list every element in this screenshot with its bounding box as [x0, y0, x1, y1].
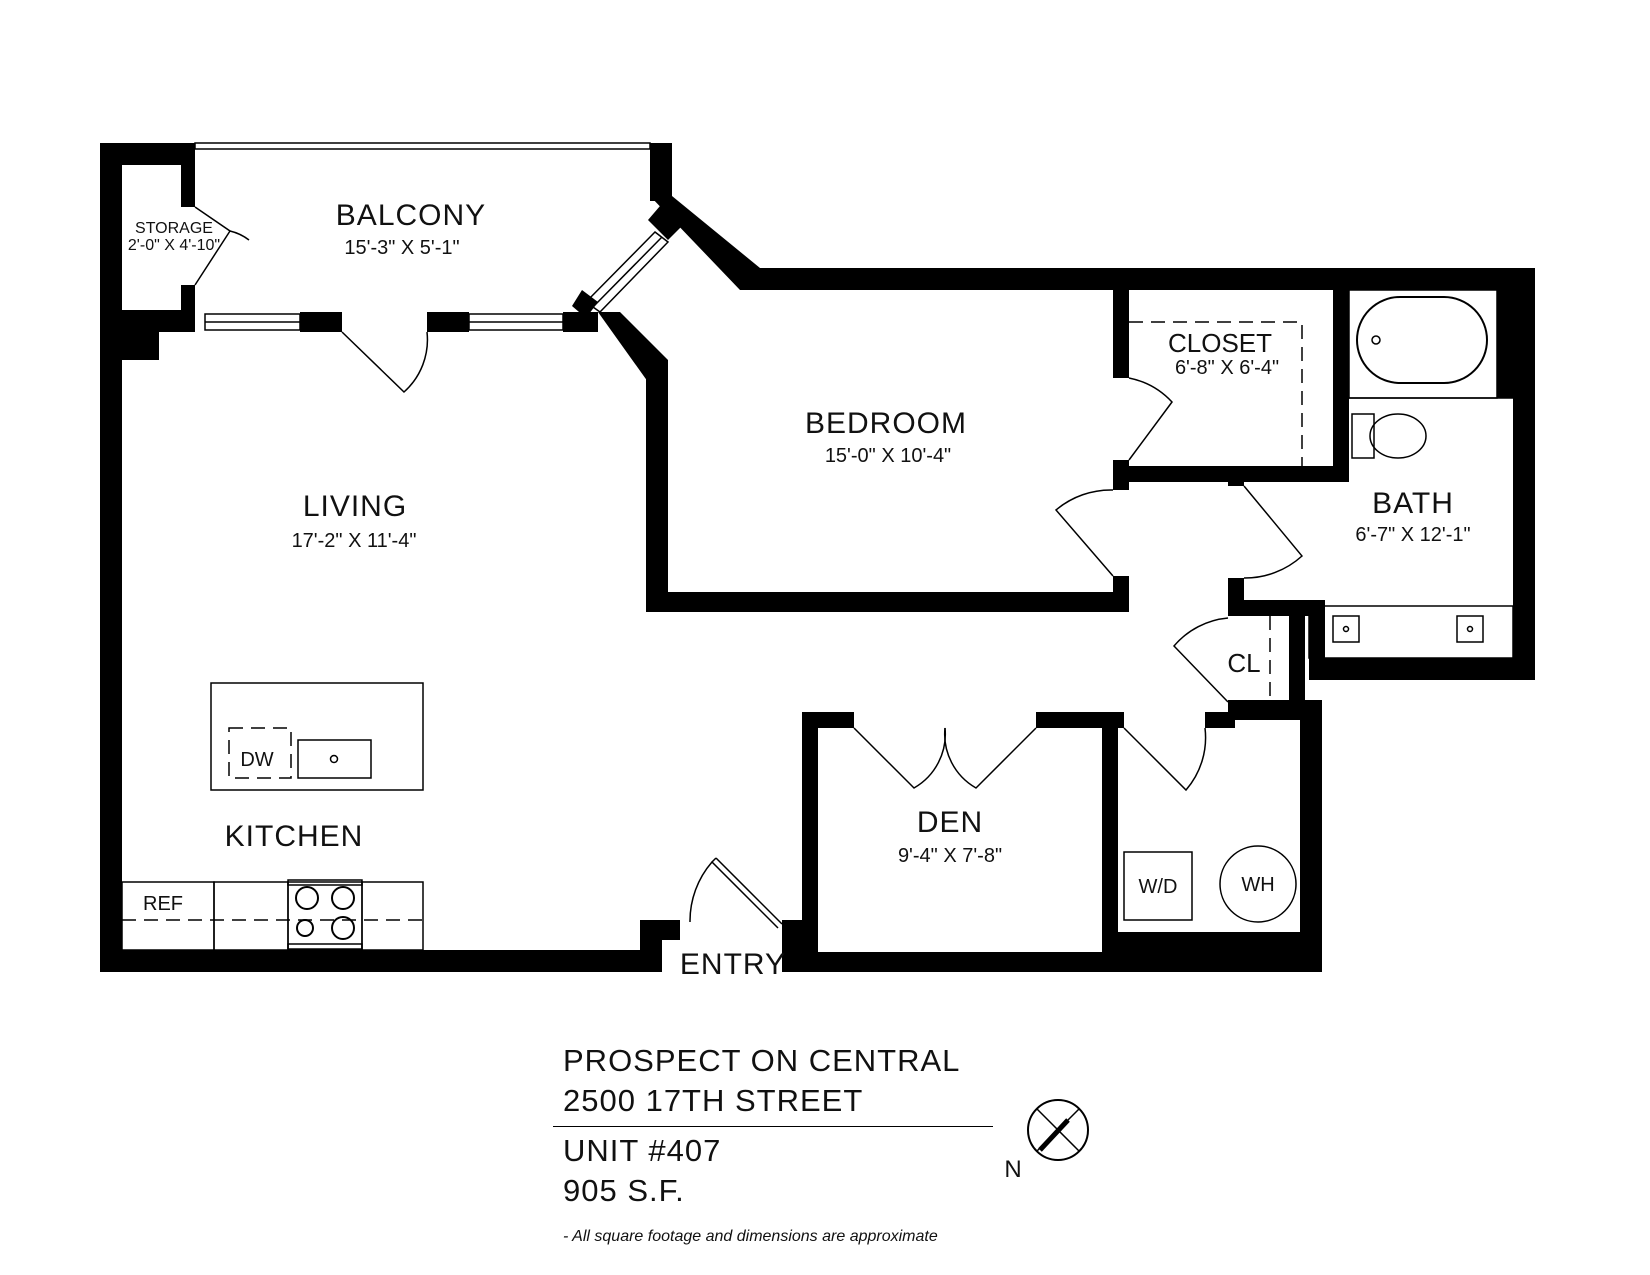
wall-bath-right — [1513, 268, 1535, 680]
door-balcony — [341, 331, 429, 394]
toilet-bowl — [1369, 413, 1427, 459]
wall-den-top-right — [1036, 712, 1124, 728]
cl-name: CL — [1227, 648, 1260, 678]
balcony-dims: 15'-3" X 5'-1" — [344, 237, 459, 259]
sink-1 — [1332, 615, 1360, 643]
wall-balcony-right — [650, 143, 672, 201]
den-dims: 9'-4" X 7'-8" — [898, 845, 1002, 867]
balcony-name: BALCONY — [336, 199, 486, 232]
wall-bedroom-right-top — [1113, 290, 1129, 378]
counter-2 — [361, 881, 424, 951]
north-arrow-icon: N — [1004, 1099, 1089, 1183]
vanity — [1308, 605, 1514, 659]
entry-name: ENTRY — [680, 948, 786, 981]
info-divider — [553, 1126, 993, 1127]
compass-label: N — [1004, 1156, 1021, 1183]
wall-bedroom-top — [740, 268, 1535, 290]
wall-living-top-2 — [427, 312, 469, 332]
wall-diagonal-upper — [650, 196, 760, 290]
wall-corner-block — [122, 332, 159, 360]
fixtures — [121, 289, 1514, 951]
walls — [100, 143, 1535, 972]
wall-left — [100, 143, 122, 971]
water-heater — [1219, 845, 1297, 923]
door-bath — [1243, 485, 1304, 579]
bath-name: BATH — [1372, 487, 1454, 520]
wall-bath-door-jamb — [1228, 466, 1244, 486]
counter-1 — [213, 881, 289, 951]
kitchen-name: KITCHEN — [225, 820, 364, 853]
closet-shelf — [1129, 321, 1303, 466]
door-laundry — [1123, 727, 1207, 792]
door-entry — [710, 857, 783, 929]
door-closet — [1128, 377, 1173, 461]
living-name: LIVING — [303, 490, 407, 523]
kitchen-island — [210, 682, 424, 791]
wall-living-top-1 — [300, 312, 342, 332]
closet-name: CLOSET — [1168, 328, 1272, 358]
door-bedroom — [1054, 489, 1114, 577]
wall-laundry-bottom — [1110, 932, 1322, 972]
unit-number: UNIT #407 — [563, 1133, 722, 1168]
sink-2 — [1456, 615, 1484, 643]
range — [287, 881, 363, 951]
closet-dims: 6'-8" X 6'-4" — [1175, 357, 1279, 379]
wall-storage-bottom — [100, 310, 195, 332]
dishwasher — [228, 727, 292, 779]
doors — [194, 206, 1304, 929]
window-balcony-top — [194, 142, 651, 150]
wall-storage-right-upper — [181, 143, 195, 207]
room-labels: STORAGE 2'-0" X 4'-10" BALCONY 15'-3" X … — [128, 199, 1471, 981]
windows — [194, 142, 682, 331]
bathtub-frame — [1348, 289, 1498, 399]
project-address: 2500 17TH STREET — [563, 1083, 864, 1118]
wall-den-bottom — [802, 952, 1118, 972]
door-den-right — [943, 727, 1037, 789]
island-sink — [297, 739, 372, 779]
wall-storage-top — [100, 143, 195, 165]
wall-bedroom-right-bottom — [1113, 576, 1129, 612]
bedroom-name: BEDROOM — [805, 407, 967, 440]
washer-dryer — [1123, 851, 1193, 921]
wall-bedroom-bottom — [646, 592, 1129, 612]
wall-laundry-top-right — [1205, 712, 1235, 728]
den-name: DEN — [917, 806, 983, 839]
wall-entry-left-cap — [640, 920, 680, 940]
bedroom-dims: 15'-0" X 10'-4" — [825, 445, 951, 467]
wd-label: W/D — [1139, 876, 1178, 898]
wall-living-top-3 — [563, 312, 598, 332]
wall-laundry-right — [1300, 700, 1322, 972]
wall-laundry-left — [1102, 712, 1118, 972]
storage-name: STORAGE — [135, 220, 213, 237]
door-den-left — [853, 727, 947, 789]
wall-cl-bottom — [1228, 700, 1320, 720]
wall-entry-right-jamb — [782, 920, 802, 972]
door-cl — [1172, 617, 1229, 703]
wall-storage-right-lower — [181, 285, 195, 315]
wall-den-left — [802, 712, 818, 972]
wall-cl-right — [1289, 600, 1305, 720]
living-dims: 17'-2" X 11'-4" — [292, 530, 417, 552]
wall-bedroom-left — [646, 362, 668, 612]
wall-bath-left-lower — [1309, 600, 1325, 680]
dw-label: DW — [240, 749, 273, 771]
wall-closet-right — [1333, 290, 1349, 482]
project-name: PROSPECT ON CENTRAL — [563, 1043, 961, 1078]
bath-dims: 6'-7" X 12'-1" — [1355, 524, 1470, 546]
wh-label: WH — [1241, 874, 1274, 896]
wall-living-bottom — [100, 950, 660, 972]
storage-dims: 2'-0" X 4'-10" — [128, 237, 220, 254]
toilet-tank — [1351, 413, 1375, 459]
bathtub-basin — [1356, 296, 1488, 384]
unit-area: 905 S.F. — [563, 1173, 685, 1208]
wall-bath-bottom — [1309, 658, 1535, 680]
disclaimer: - All square footage and dimensions are … — [563, 1228, 938, 1245]
ref-label: REF — [143, 893, 183, 915]
